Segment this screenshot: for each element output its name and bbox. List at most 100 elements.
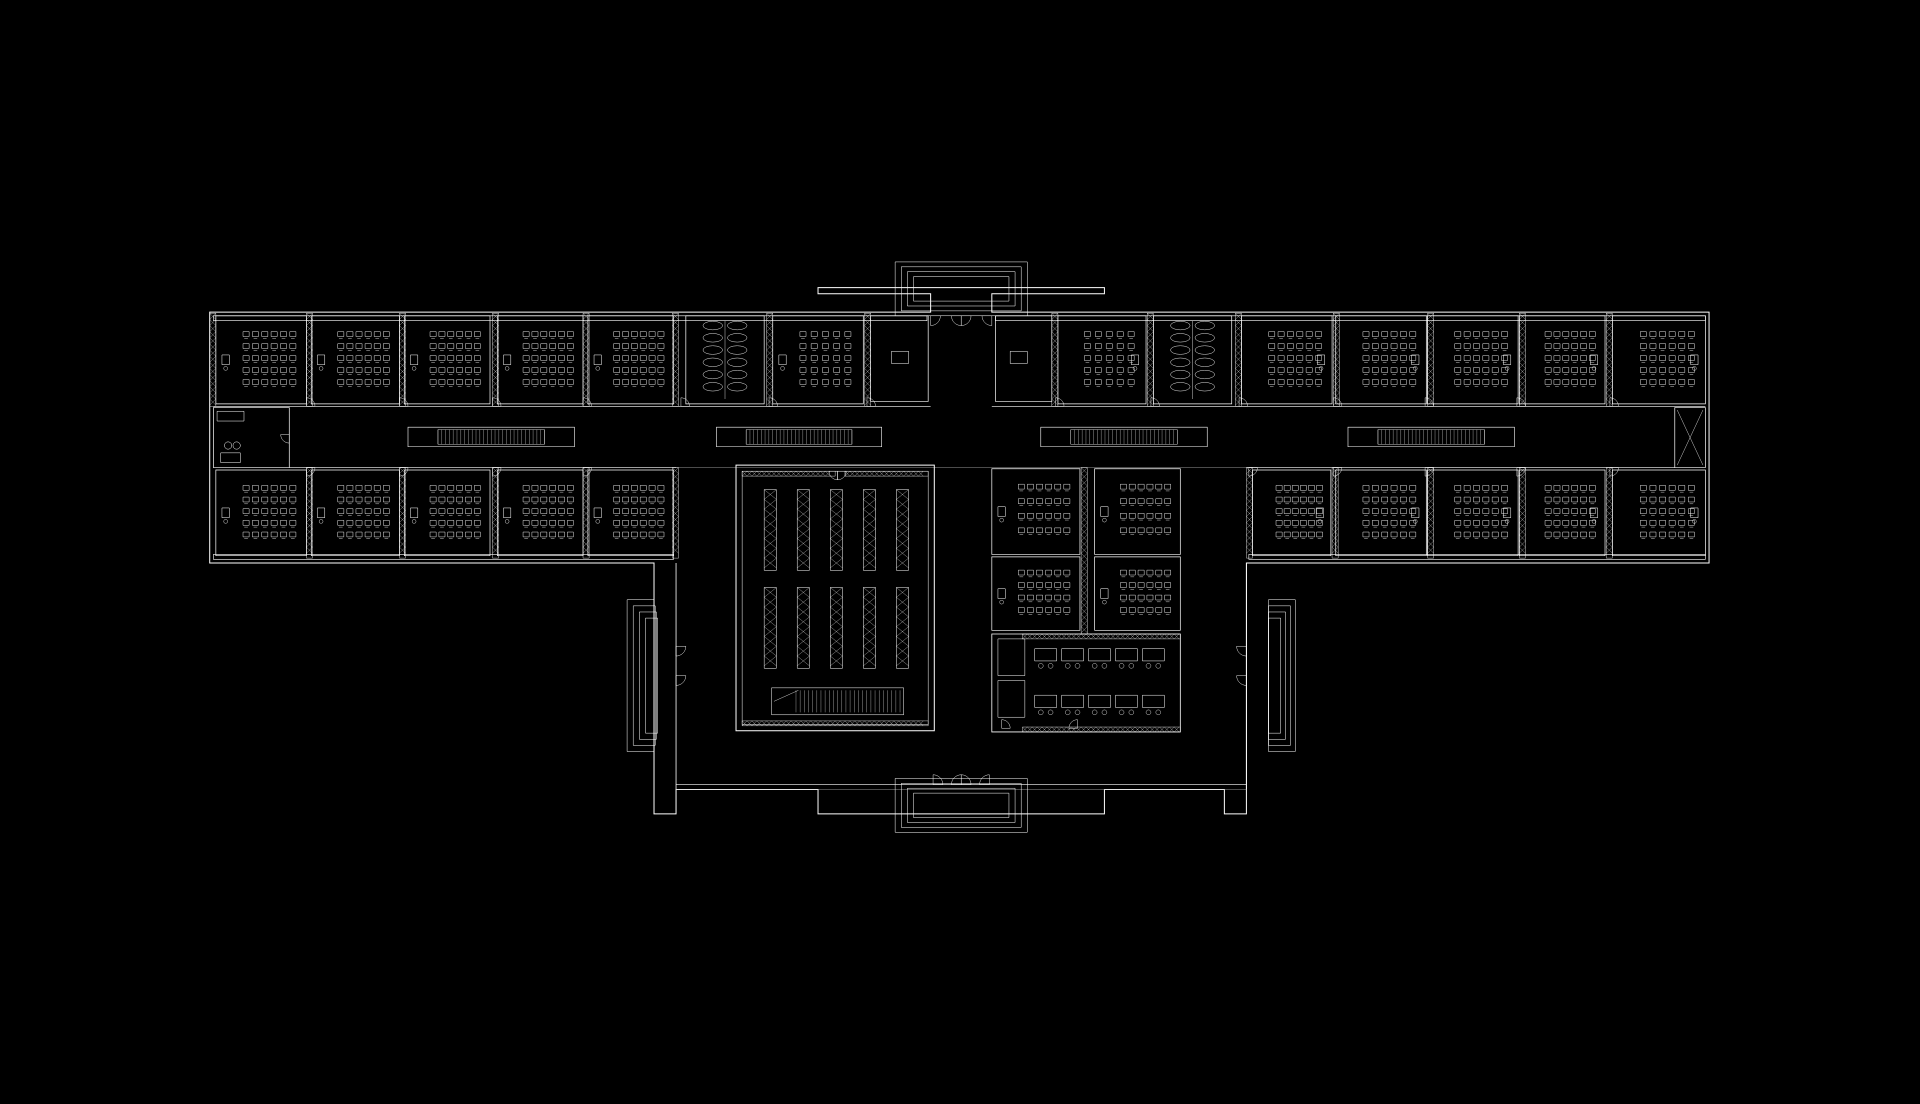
hatch bbox=[909, 471, 914, 476]
student-desk bbox=[1315, 344, 1321, 349]
hatch bbox=[1052, 356, 1058, 362]
hatch bbox=[1032, 727, 1037, 732]
student-desk bbox=[1372, 509, 1378, 514]
student-desk bbox=[1669, 485, 1675, 490]
hatch bbox=[1147, 399, 1153, 405]
student-desk bbox=[1572, 356, 1578, 361]
student-desk bbox=[1563, 332, 1569, 337]
student-desk bbox=[1269, 380, 1275, 385]
hatch bbox=[1081, 504, 1087, 510]
student-desk bbox=[1502, 485, 1508, 490]
hatch bbox=[1081, 621, 1087, 627]
north-wall-inner bbox=[213, 316, 927, 321]
hatch bbox=[1235, 368, 1241, 374]
student-desk bbox=[1292, 520, 1298, 525]
hatch bbox=[672, 326, 678, 332]
student-desk bbox=[1455, 485, 1461, 490]
student-desk bbox=[252, 497, 258, 502]
hatch bbox=[1235, 356, 1241, 362]
hatch bbox=[1332, 535, 1338, 541]
student-desk bbox=[430, 520, 436, 525]
student-desk bbox=[1669, 344, 1675, 349]
hatch bbox=[1606, 504, 1612, 510]
student-desk bbox=[374, 497, 380, 502]
student-desk bbox=[365, 332, 371, 337]
shelf-hatch bbox=[863, 656, 875, 666]
hatch bbox=[1081, 596, 1087, 602]
student-desk bbox=[1363, 344, 1369, 349]
student-desk bbox=[448, 497, 454, 502]
shelf-hatch bbox=[764, 548, 776, 558]
bookshelf bbox=[896, 587, 908, 668]
computer-table bbox=[1142, 649, 1164, 661]
computer-chair bbox=[1119, 710, 1124, 715]
hatch bbox=[865, 356, 871, 362]
toilets-east bbox=[1171, 321, 1215, 399]
hatch bbox=[1081, 492, 1087, 498]
classroom-door bbox=[1517, 468, 1526, 477]
student-desk bbox=[271, 380, 277, 385]
student-desk bbox=[1502, 532, 1508, 537]
classroom-door bbox=[306, 398, 315, 407]
student-desk bbox=[640, 509, 646, 514]
student-desk bbox=[532, 497, 538, 502]
hatch bbox=[1147, 368, 1153, 374]
student-desk bbox=[1492, 344, 1498, 349]
hatch bbox=[1027, 634, 1032, 639]
student-desk bbox=[1545, 520, 1551, 525]
classroom-south-walls bbox=[497, 470, 583, 556]
hatched-wall bbox=[1147, 313, 1153, 406]
student-desk bbox=[658, 485, 664, 490]
hatched-wall bbox=[742, 471, 835, 476]
hatch bbox=[1091, 727, 1096, 732]
student-desk bbox=[280, 344, 286, 349]
student-desk bbox=[243, 356, 249, 361]
student-desk bbox=[1138, 608, 1144, 613]
student-desk bbox=[1473, 344, 1479, 349]
student-desk bbox=[1545, 332, 1551, 337]
hatch bbox=[796, 471, 801, 476]
student-desk bbox=[262, 368, 268, 373]
shelf-hatch bbox=[797, 519, 809, 529]
hatch bbox=[672, 510, 678, 516]
student-desk bbox=[356, 380, 362, 385]
hatch bbox=[1081, 535, 1087, 541]
student-desk bbox=[1120, 595, 1126, 600]
student-desk bbox=[1580, 368, 1586, 373]
classroom-central-walls bbox=[1095, 557, 1181, 630]
hatch bbox=[1052, 344, 1058, 350]
hatch bbox=[1111, 727, 1116, 732]
hatch bbox=[1333, 319, 1339, 325]
hatch bbox=[1235, 375, 1241, 381]
student-desk bbox=[1315, 356, 1321, 361]
student-desk bbox=[1391, 520, 1397, 525]
hatch bbox=[801, 471, 806, 476]
student-desk bbox=[1382, 532, 1388, 537]
office-east bbox=[995, 316, 1051, 402]
student-desk bbox=[1018, 570, 1024, 575]
student-desk bbox=[558, 509, 564, 514]
student-desk bbox=[658, 368, 664, 373]
student-desk bbox=[1308, 532, 1314, 537]
hatch bbox=[672, 504, 678, 510]
student-desk bbox=[649, 485, 655, 490]
hatch bbox=[869, 471, 874, 476]
student-desk bbox=[1492, 509, 1498, 514]
classroom-door bbox=[492, 398, 501, 407]
student-desk bbox=[1554, 368, 1560, 373]
hatch bbox=[1052, 362, 1058, 368]
hatch bbox=[1606, 535, 1612, 541]
student-desk bbox=[541, 380, 547, 385]
stairs-layer bbox=[408, 262, 1514, 832]
building-outline bbox=[210, 288, 1709, 814]
hatch bbox=[1519, 332, 1525, 338]
hatch bbox=[1052, 313, 1058, 319]
student-desk bbox=[1580, 356, 1586, 361]
student-desk bbox=[1292, 509, 1298, 514]
hatch bbox=[1333, 332, 1339, 338]
student-desk bbox=[1027, 499, 1033, 504]
hatch bbox=[306, 468, 312, 474]
student-desk bbox=[1572, 520, 1578, 525]
student-desk bbox=[1306, 332, 1312, 337]
